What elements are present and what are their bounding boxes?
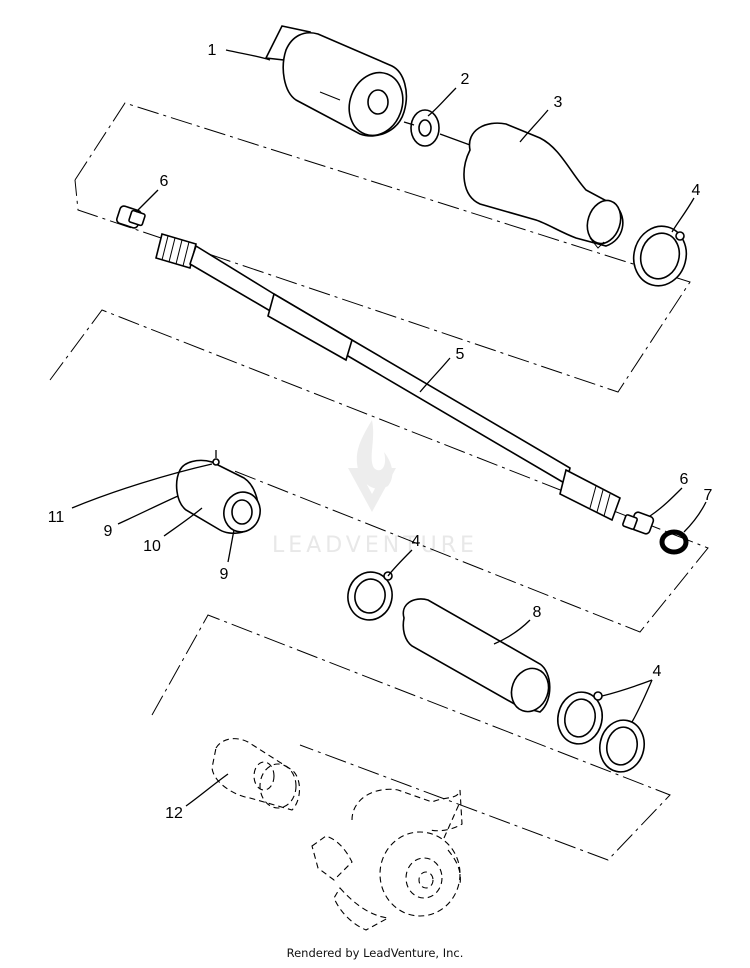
part-4c-screw-a <box>593 691 603 701</box>
leader-2 <box>427 87 457 117</box>
part-5-spline-lines-lower <box>589 485 611 517</box>
callout-labels: 1 2 3 4 6 5 6 7 11 9 10 9 4 8 4 12 <box>48 42 713 822</box>
callout-9b: 9 <box>220 566 229 583</box>
leader-4c-a <box>601 679 653 697</box>
part-4b-inner <box>354 578 386 614</box>
leader-12 <box>185 773 229 807</box>
part-5-shaft <box>155 232 621 522</box>
guide-line-lower <box>151 614 671 861</box>
part-3-body <box>463 122 624 247</box>
callout-4c: 4 <box>653 663 662 680</box>
impeller-vane-right <box>443 801 461 885</box>
part-6b-stem <box>622 514 638 530</box>
leader-1 <box>225 49 271 61</box>
part-12-end <box>259 763 297 809</box>
callout-2: 2 <box>461 71 470 88</box>
part-2-axis <box>403 121 415 126</box>
callout-7: 7 <box>704 487 713 504</box>
part-4a-screw <box>675 231 685 241</box>
part-11-set-screw <box>212 458 220 466</box>
leader-3 <box>519 109 549 143</box>
callout-4b: 4 <box>412 533 421 550</box>
leader-8 <box>493 619 531 645</box>
part-2-washer <box>403 109 471 147</box>
leadventure-watermark: LEADVENTURE <box>272 420 478 558</box>
part-1-bore <box>367 89 389 115</box>
part-5-collar <box>267 292 353 362</box>
part-8-open-end <box>510 667 550 713</box>
leader-10 <box>163 507 203 537</box>
impeller-bore <box>418 871 434 889</box>
leader-6b <box>649 487 683 517</box>
part-4c-inner-b <box>606 726 638 766</box>
leader-11 <box>71 463 213 509</box>
part-4c-inner-a <box>564 698 596 738</box>
impeller-blade-top <box>351 788 463 832</box>
part-12-phantom-adapter <box>211 738 301 811</box>
leader-4b <box>387 549 413 577</box>
callout-8: 8 <box>533 604 542 621</box>
leader-5 <box>419 357 451 393</box>
part-8-sleeve <box>402 598 551 713</box>
part-6-plug-lower <box>622 511 655 535</box>
callout-6b: 6 <box>680 471 689 488</box>
leader-4c-b <box>631 679 653 723</box>
part-5-spline-lines-upper <box>161 235 190 267</box>
callout-6a: 6 <box>160 173 169 190</box>
impeller-hub-inner <box>405 857 443 899</box>
part-6a-stem <box>128 209 146 227</box>
callout-9a: 9 <box>104 523 113 540</box>
part-4-clamps-lower <box>557 691 645 773</box>
leader-9a <box>117 495 179 525</box>
callout-3: 3 <box>554 94 563 111</box>
part-4-clamp-middle <box>347 571 393 621</box>
part-6-plug-upper <box>115 205 146 229</box>
callout-1: 1 <box>208 42 217 59</box>
callout-12: 12 <box>165 805 183 822</box>
part-12-ring <box>253 761 275 791</box>
callout-10: 10 <box>143 538 161 555</box>
watermark-text: LEADVENTURE <box>272 533 478 558</box>
callout-11: 11 <box>48 509 65 526</box>
leader-7 <box>683 501 707 533</box>
impeller-hub-outer <box>379 831 461 917</box>
leader-lines <box>71 49 707 807</box>
part-7-ring <box>659 529 689 555</box>
leader-4a <box>671 197 695 233</box>
part-9-bore <box>231 499 253 525</box>
part-3-slit <box>589 237 605 249</box>
guide-line-middle <box>49 309 709 633</box>
part-9-10-11-coupler <box>175 450 261 535</box>
part-5-spline-lower <box>559 468 621 522</box>
part-5-shaft-body <box>189 244 571 486</box>
guide-line-upper <box>74 102 691 393</box>
part-7-o-ring <box>659 529 689 555</box>
leader-6a <box>135 189 159 213</box>
watermark-v-icon <box>348 468 396 512</box>
part-4-clamp-upper <box>632 225 688 287</box>
callout-4a: 4 <box>692 182 701 199</box>
footer-credit: Rendered by LeadVenture, Inc. <box>286 946 464 960</box>
part-12-body <box>211 738 301 811</box>
callout-5: 5 <box>456 346 465 363</box>
leader-9b <box>227 529 235 563</box>
part-1-end-cap <box>264 25 408 137</box>
impeller-phantom <box>311 788 463 931</box>
part-4a-inner <box>639 232 681 280</box>
part-2-axis-b <box>439 133 471 146</box>
watermark-flame-icon <box>356 420 393 489</box>
impeller-blade-left <box>311 835 353 881</box>
part-3-boot <box>463 122 624 249</box>
part-3-open-end <box>586 199 622 245</box>
part-1-axis <box>319 91 341 101</box>
impeller-blade-bottom <box>333 887 390 931</box>
part-2-inner <box>418 119 432 137</box>
